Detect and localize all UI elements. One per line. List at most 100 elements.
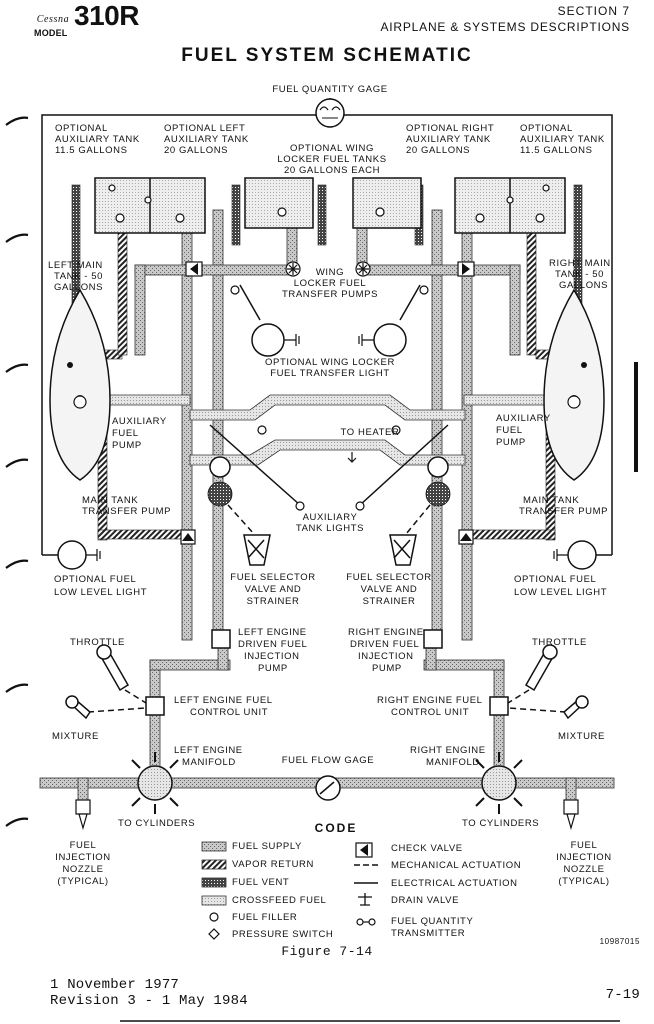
legend-item: DRAIN VALVE bbox=[391, 895, 460, 906]
label-rpump-4: PUMP bbox=[372, 663, 402, 674]
label-nozzle-l-4: (TYPICAL) bbox=[57, 876, 109, 887]
label-lman-2: MANIFOLD bbox=[182, 757, 236, 768]
legend-item: CROSSFEED FUEL bbox=[232, 895, 327, 906]
legend-item: MECHANICAL ACTUATION bbox=[391, 860, 522, 871]
label-to-cylinders-left: TO CYLINDERS bbox=[118, 818, 196, 829]
legend-item: FUEL SUPPLY bbox=[232, 841, 302, 852]
low-level-light-icon bbox=[57, 540, 597, 570]
right-engine-driven-pump bbox=[423, 629, 443, 649]
label-opt-aux-right-2: AUXILIARY TANK bbox=[520, 134, 605, 145]
label-wing-locker-1: OPTIONAL WING bbox=[290, 143, 374, 154]
right-fuel-control-unit bbox=[489, 696, 509, 716]
label-opt-aux-left-2: AUXILIARY TANK bbox=[55, 134, 140, 145]
fuel-injection-nozzle-icon bbox=[75, 799, 579, 831]
label-mixture-l: MIXTURE bbox=[52, 731, 99, 742]
label-aux-pump-l-3: PUMP bbox=[112, 440, 142, 451]
label-opt-right-aux-1: OPTIONAL RIGHT bbox=[406, 123, 495, 134]
wing-locker-light-icon bbox=[251, 323, 407, 357]
legend-item: FUEL VENT bbox=[232, 877, 290, 888]
label-selector-l-2: VALVE AND bbox=[244, 584, 302, 595]
label-right-main-1: RIGHT MAIN bbox=[549, 258, 611, 269]
label-rfcu-1: RIGHT ENGINE FUEL bbox=[377, 695, 483, 706]
label-lfcu-2: CONTROL UNIT bbox=[190, 707, 269, 718]
section-title: AIRPLANE & SYSTEMS DESCRIPTIONS bbox=[380, 20, 630, 34]
left-main-tank bbox=[49, 288, 111, 481]
legend-item: TRANSMITTER bbox=[391, 928, 466, 939]
engine-manifold-icon bbox=[131, 752, 523, 814]
selector-linkage bbox=[227, 504, 431, 535]
label-lpump-3: INJECTION bbox=[244, 651, 300, 662]
label-rpump-1: RIGHT ENGINE bbox=[348, 627, 424, 638]
left-selector-valve bbox=[209, 456, 231, 478]
label-wl-light-2: FUEL TRANSFER LIGHT bbox=[270, 368, 390, 379]
label-nozzle-r-2: INJECTION bbox=[556, 852, 612, 863]
label-right-main-3: GALLONS bbox=[559, 280, 609, 291]
label-selector-r-2: VALVE AND bbox=[360, 584, 418, 595]
right-selector-valve bbox=[427, 456, 449, 478]
label-aux-pump-l-2: FUEL bbox=[112, 428, 139, 439]
label-opt-right-aux-2: AUXILIARY TANK bbox=[406, 134, 491, 145]
label-wing-locker-2: LOCKER FUEL TANKS bbox=[277, 154, 387, 165]
label-wing-pumps-2: LOCKER FUEL bbox=[293, 278, 367, 289]
label-lpump-1: LEFT ENGINE bbox=[238, 627, 307, 638]
label-right-main-2: TANK - 50 bbox=[555, 269, 605, 280]
label-fuel-flow-gage: FUEL FLOW GAGE bbox=[281, 755, 375, 766]
label-opt-left-aux-2: AUXILIARY TANK bbox=[164, 134, 249, 145]
legend-item: FUEL FILLER bbox=[232, 912, 298, 923]
label-rfcu-2: CONTROL UNIT bbox=[391, 707, 470, 718]
label-aux-pump-r-2: FUEL bbox=[496, 425, 523, 436]
diagram-title: FUEL SYSTEM SCHEMATIC bbox=[181, 45, 473, 66]
label-opt-aux-right-1: OPTIONAL bbox=[520, 123, 573, 134]
footer-date: 1 November 1977 bbox=[50, 977, 180, 993]
label-nozzle-l-2: INJECTION bbox=[55, 852, 111, 863]
label-low-level-l-1: OPTIONAL FUEL bbox=[54, 574, 137, 585]
figure-number: 10987015 bbox=[599, 937, 640, 946]
label-throttle-l: THROTTLE bbox=[70, 637, 125, 648]
label-aux-pump-r-1: AUXILIARY bbox=[496, 413, 551, 424]
label-rpump-3: INJECTION bbox=[358, 651, 414, 662]
label-lfcu-1: LEFT ENGINE FUEL bbox=[174, 695, 273, 706]
mixture-icon bbox=[65, 695, 589, 720]
legend-item: CHECK VALVE bbox=[391, 843, 463, 854]
label-nozzle-r-4: (TYPICAL) bbox=[558, 876, 610, 887]
label-aux-pump-l-1: AUXILIARY bbox=[112, 416, 167, 427]
label-left-main-1: LEFT MAIN bbox=[48, 260, 103, 271]
legend-symbols bbox=[201, 841, 378, 940]
legend-title: CODE bbox=[314, 821, 358, 835]
left-engine-driven-pump bbox=[211, 629, 231, 649]
label-wl-light-1: OPTIONAL WING LOCKER bbox=[265, 357, 395, 368]
label-selector-l-3: STRAINER bbox=[246, 596, 300, 607]
fuel-quantity-gage-icon bbox=[315, 98, 345, 128]
label-opt-left-aux-3: 20 GALLONS bbox=[164, 145, 229, 156]
brand-logo: Cessna bbox=[36, 14, 70, 25]
label-main-xfer-r-2: TRANSFER PUMP bbox=[519, 506, 609, 517]
label-wing-locker-3: 20 GALLONS EACH bbox=[283, 165, 381, 176]
label-main-xfer-r-1: MAIN TANK bbox=[523, 495, 580, 506]
label-aux-lights-1: AUXILIARY bbox=[302, 512, 358, 523]
label-throttle-r: THROTTLE bbox=[532, 637, 587, 648]
label-to-cylinders-right: TO CYLINDERS bbox=[462, 818, 540, 829]
label-lpump-2: DRIVEN FUEL bbox=[238, 639, 308, 650]
aux-fuel-pump-icon bbox=[73, 395, 581, 409]
label-opt-right-aux-3: 20 GALLONS bbox=[406, 145, 471, 156]
left-strainer bbox=[207, 481, 233, 507]
model-word: MODEL bbox=[34, 28, 68, 38]
label-lman-1: LEFT ENGINE bbox=[174, 745, 243, 756]
label-aux-pump-r-3: PUMP bbox=[496, 437, 526, 448]
label-rpump-2: DRIVEN FUEL bbox=[350, 639, 420, 650]
throttle-icon bbox=[96, 644, 558, 692]
label-opt-aux-left-1: OPTIONAL bbox=[55, 123, 108, 134]
right-strainer bbox=[425, 481, 451, 507]
section-label: SECTION 7 bbox=[557, 4, 630, 18]
left-fuel-control-unit bbox=[145, 696, 165, 716]
vapor-return-lines bbox=[91, 199, 567, 541]
label-wing-pumps-1: WING bbox=[315, 267, 345, 278]
label-low-level-r-1: OPTIONAL FUEL bbox=[514, 574, 597, 585]
label-nozzle-l-3: NOZZLE bbox=[62, 864, 104, 875]
label-left-main-2: TANK - 50 bbox=[54, 271, 104, 282]
label-to-heater: TO HEATER bbox=[340, 427, 400, 438]
label-lpump-4: PUMP bbox=[258, 663, 288, 674]
label-nozzle-r-1: FUEL bbox=[570, 840, 598, 851]
legend-item: FUEL QUANTITY bbox=[391, 916, 474, 927]
label-rman-2: MANIFOLD bbox=[426, 757, 480, 768]
